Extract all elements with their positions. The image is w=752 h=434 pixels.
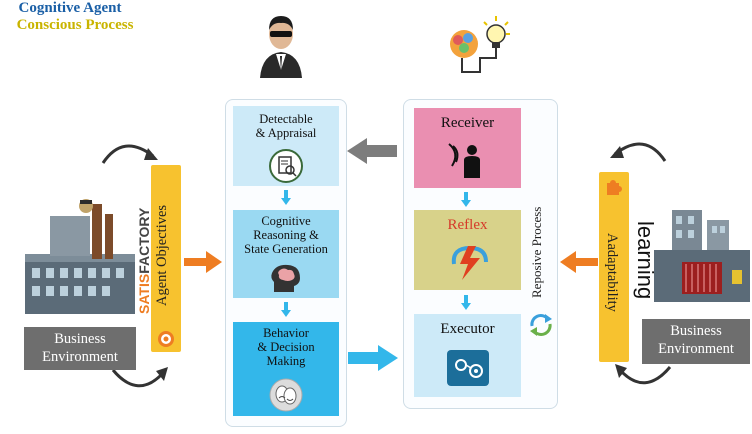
- step-receiver-label: Receiver: [440, 115, 495, 131]
- reflex-lightning-icon: [451, 245, 488, 280]
- reposive-process-label: Reposive Process: [529, 206, 544, 299]
- down-arrow-conscious-1: [461, 192, 471, 207]
- business-environment-right: Business Environment: [642, 319, 750, 364]
- orange-arrow-right: [560, 251, 598, 273]
- step-behavior-label: Behavior & Decision Making: [257, 326, 315, 368]
- down-arrow-agent-2: [281, 302, 291, 317]
- conscious-process-title: Conscious Process: [16, 17, 134, 33]
- learning-label: learning: [633, 220, 658, 300]
- step-executor-label: Executor: [440, 321, 495, 337]
- agent-person-icon: [260, 16, 302, 78]
- executor-gear-icon: [447, 350, 489, 386]
- step-cognitive-reasoning: Cognitive Reasoning & State Generation: [233, 210, 339, 298]
- step-cognitive-label: Cognitive Reasoning & State Generation: [244, 214, 328, 256]
- step-reflex: Reflex: [414, 210, 521, 290]
- brand-factory: FACTORY: [136, 207, 152, 274]
- agent-objectives-bar: [151, 165, 181, 352]
- cycle-arrow-top-right: [610, 142, 667, 162]
- down-arrow-conscious-2: [461, 295, 471, 310]
- grey-arrow: [347, 138, 397, 164]
- lightbulb-brain-icon: [450, 16, 510, 73]
- puzzle-icon: [607, 180, 622, 195]
- adaptability-bar: [599, 172, 629, 362]
- down-arrow-agent-1: [281, 190, 291, 205]
- blue-arrow: [348, 345, 398, 371]
- agent-objectives-label: Agent Objectives: [154, 204, 170, 306]
- cognitive-agent-title: Cognitive Agent: [18, 0, 122, 16]
- document-search-icon: [269, 149, 303, 183]
- brain-head-icon: [271, 264, 300, 292]
- business-environment-left: Business Environment: [24, 327, 136, 370]
- factory-building-icon: [25, 199, 135, 314]
- adaptability-label: Aadaptability: [604, 232, 620, 312]
- step-reflex-label: Reflex: [447, 217, 488, 233]
- factory-plant-icon: [654, 210, 750, 302]
- cycle-arrow-bottom-right: [615, 364, 672, 385]
- cycle-arrow-bottom-left: [111, 367, 168, 388]
- satis-factory-brand: SATISFACTORY: [136, 198, 152, 323]
- orange-arrow-left: [184, 251, 222, 273]
- step-detectable-appraisal: Detectable & Appraisal: [233, 106, 339, 186]
- theater-masks-icon: [269, 378, 303, 412]
- target-icon: [158, 331, 174, 347]
- cycle-arrow-top-left: [101, 144, 158, 164]
- receiver-person-icon: [448, 143, 480, 178]
- brand-satis: SATIS: [136, 273, 152, 314]
- step-detectable-label: Detectable & Appraisal: [255, 112, 317, 140]
- refresh-cycle-icon: [530, 314, 552, 336]
